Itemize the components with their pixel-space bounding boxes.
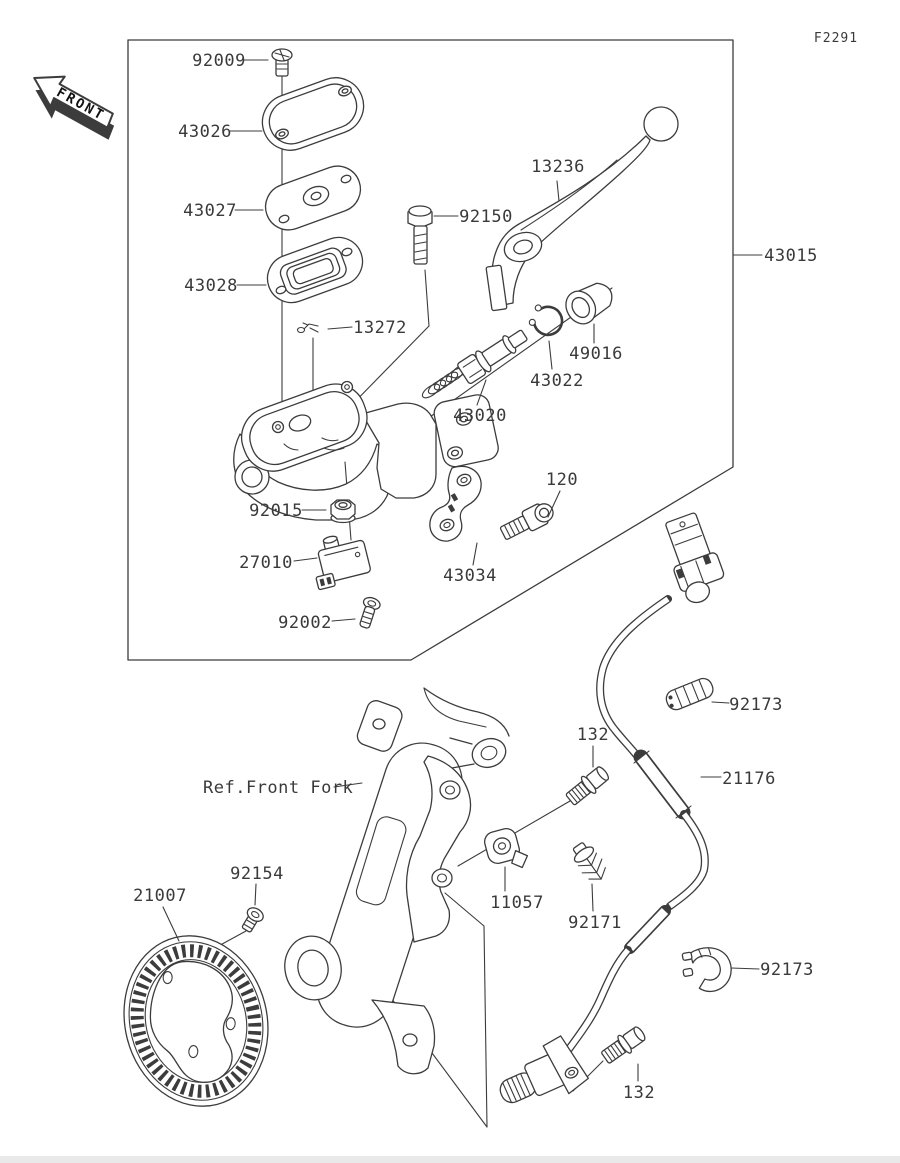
part-label-132-lower: 132	[623, 1083, 655, 1103]
part-label-11057: 11057	[490, 893, 544, 913]
part-label-13272: 13272	[353, 318, 407, 338]
part-label-43020: 43020	[453, 406, 507, 426]
ref-front-fork-drawing	[284, 687, 510, 1075]
leader-lines	[162, 59, 763, 1082]
part-92009-screw	[271, 48, 293, 77]
part-92154-screw	[241, 907, 264, 933]
part-43022-circlip	[528, 304, 564, 337]
part-label-132-upper: 132	[577, 725, 609, 745]
part-label-92002: 92002	[278, 613, 332, 633]
part-21176-sensor-cable	[565, 512, 725, 1053]
part-label-92154: 92154	[230, 864, 284, 884]
part-label-43022: 43022	[530, 371, 584, 391]
part-120-bolt	[499, 503, 554, 540]
part-label-92171: 92171	[568, 913, 622, 933]
assembly-lines	[212, 75, 613, 1128]
part-label-21176: 21176	[722, 769, 776, 789]
part-27010-switch	[315, 535, 371, 591]
part-43034-clamp	[429, 465, 482, 542]
part-label-13236: 13236	[531, 157, 585, 177]
part-label-21007: 21007	[133, 886, 187, 906]
part-label-27010: 27010	[239, 553, 293, 573]
part-11057-clamp	[484, 828, 529, 869]
part-abs-sensor	[499, 1035, 589, 1104]
part-92015-nut	[330, 499, 356, 524]
part-label-92009: 92009	[192, 51, 246, 71]
part-132-bolt-upper	[562, 762, 613, 809]
part-43020-piston-assembly	[421, 329, 528, 399]
part-label-92173-lower: 92173	[760, 960, 814, 980]
part-label-43026: 43026	[178, 122, 232, 142]
part-label-92015: 92015	[249, 501, 303, 521]
part-label-92150: 92150	[459, 207, 513, 227]
diagram-code: F2291	[814, 31, 858, 46]
part-92002-screw	[359, 596, 381, 629]
part-92173-clamp-lower	[681, 947, 732, 993]
part-92171-clip	[572, 842, 606, 880]
part-label-43034: 43034	[443, 566, 497, 586]
cable-connector	[665, 512, 725, 604]
part-label-43015: 43015	[764, 246, 818, 266]
ref-front-fork-label: Ref.Front Fork	[203, 778, 353, 798]
part-21007-sensor-rotor	[123, 935, 269, 1107]
part-92150-pivot-bolt	[407, 205, 433, 265]
part-label-120: 120	[546, 470, 578, 490]
part-13272-clip	[296, 322, 319, 334]
part-49016-boot	[565, 282, 613, 325]
part-label-43028: 43028	[184, 276, 238, 296]
front-direction-arrow: FRONT	[33, 75, 115, 140]
part-132-bolt-lower	[598, 1022, 649, 1068]
part-label-43027: 43027	[183, 201, 237, 221]
part-43026-reservoir-cap	[261, 77, 365, 151]
part-label-92173-upper: 92173	[729, 695, 783, 715]
page-edge-strip	[0, 1156, 900, 1163]
part-92173-clamp-upper	[665, 677, 714, 711]
part-label-49016: 49016	[569, 344, 623, 364]
part-13236-brake-lever	[485, 106, 679, 312]
part-43027-plate	[264, 165, 362, 231]
part-43015-master-cylinder-body	[233, 380, 499, 521]
part-43028-diaphragm	[266, 236, 364, 304]
exploded-group-box	[127, 39, 734, 661]
